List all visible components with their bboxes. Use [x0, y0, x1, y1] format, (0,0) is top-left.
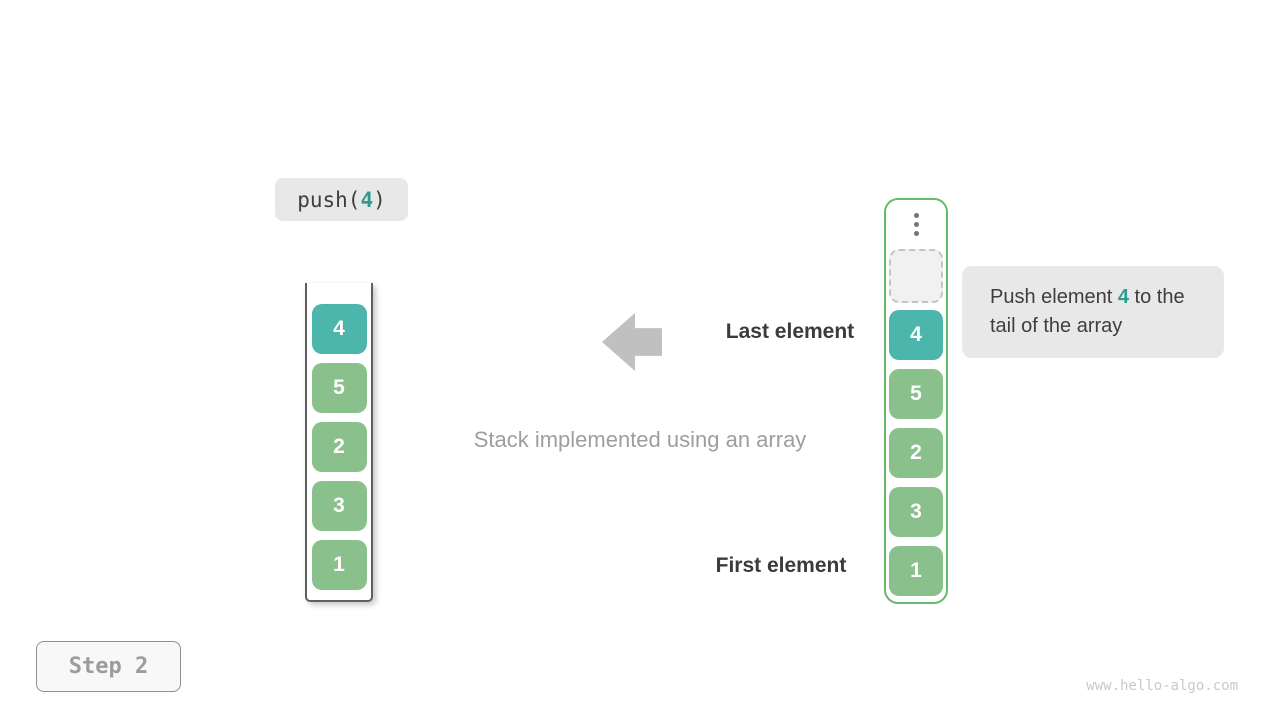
array-cell: 4 — [889, 310, 943, 360]
stack-cell: 2 — [311, 422, 367, 472]
stack-caption: Stack implemented using an array — [473, 427, 807, 452]
tooltip-highlight-value: 4 — [1117, 286, 1129, 308]
ellipsis-dot — [913, 231, 919, 236]
left-block-arrow-icon — [602, 313, 662, 371]
vertical-ellipsis-icon — [913, 213, 919, 236]
step-badge: Step 2 — [36, 641, 181, 692]
array-empty-slot — [889, 249, 943, 303]
stack-cell: 1 — [311, 540, 367, 590]
push-tooltip-text: Push element 4 to the tail of the array — [990, 283, 1208, 341]
last-element-label: Last element — [725, 320, 855, 343]
push-operation-badge: push(4) — [275, 178, 408, 221]
push-tooltip: Push element 4 to the tail of the array — [962, 266, 1224, 358]
array-cell: 2 — [889, 428, 943, 478]
push-call-prefix: push( — [297, 187, 361, 212]
array-cell: 3 — [889, 487, 943, 537]
stack-cell: 5 — [311, 363, 367, 413]
push-call-suffix: ) — [373, 187, 386, 212]
array-cell: 5 — [889, 369, 943, 419]
stack-cell: 4 — [311, 304, 367, 354]
first-element-label: First element — [715, 554, 847, 577]
array-container: 4 5 2 3 1 — [884, 198, 948, 604]
array-cell: 1 — [889, 546, 943, 596]
ellipsis-dot — [913, 222, 919, 227]
tooltip-text-before: Push element — [990, 286, 1118, 308]
tooltip-text-after: to the tail of the array — [990, 286, 1185, 337]
ellipsis-dot — [913, 213, 919, 218]
watermark: www.hello-algo.com — [1086, 678, 1238, 694]
push-call-value: 4 — [360, 187, 374, 212]
stack-container: 4 5 2 3 1 — [305, 283, 373, 602]
stack-cell: 3 — [311, 481, 367, 531]
